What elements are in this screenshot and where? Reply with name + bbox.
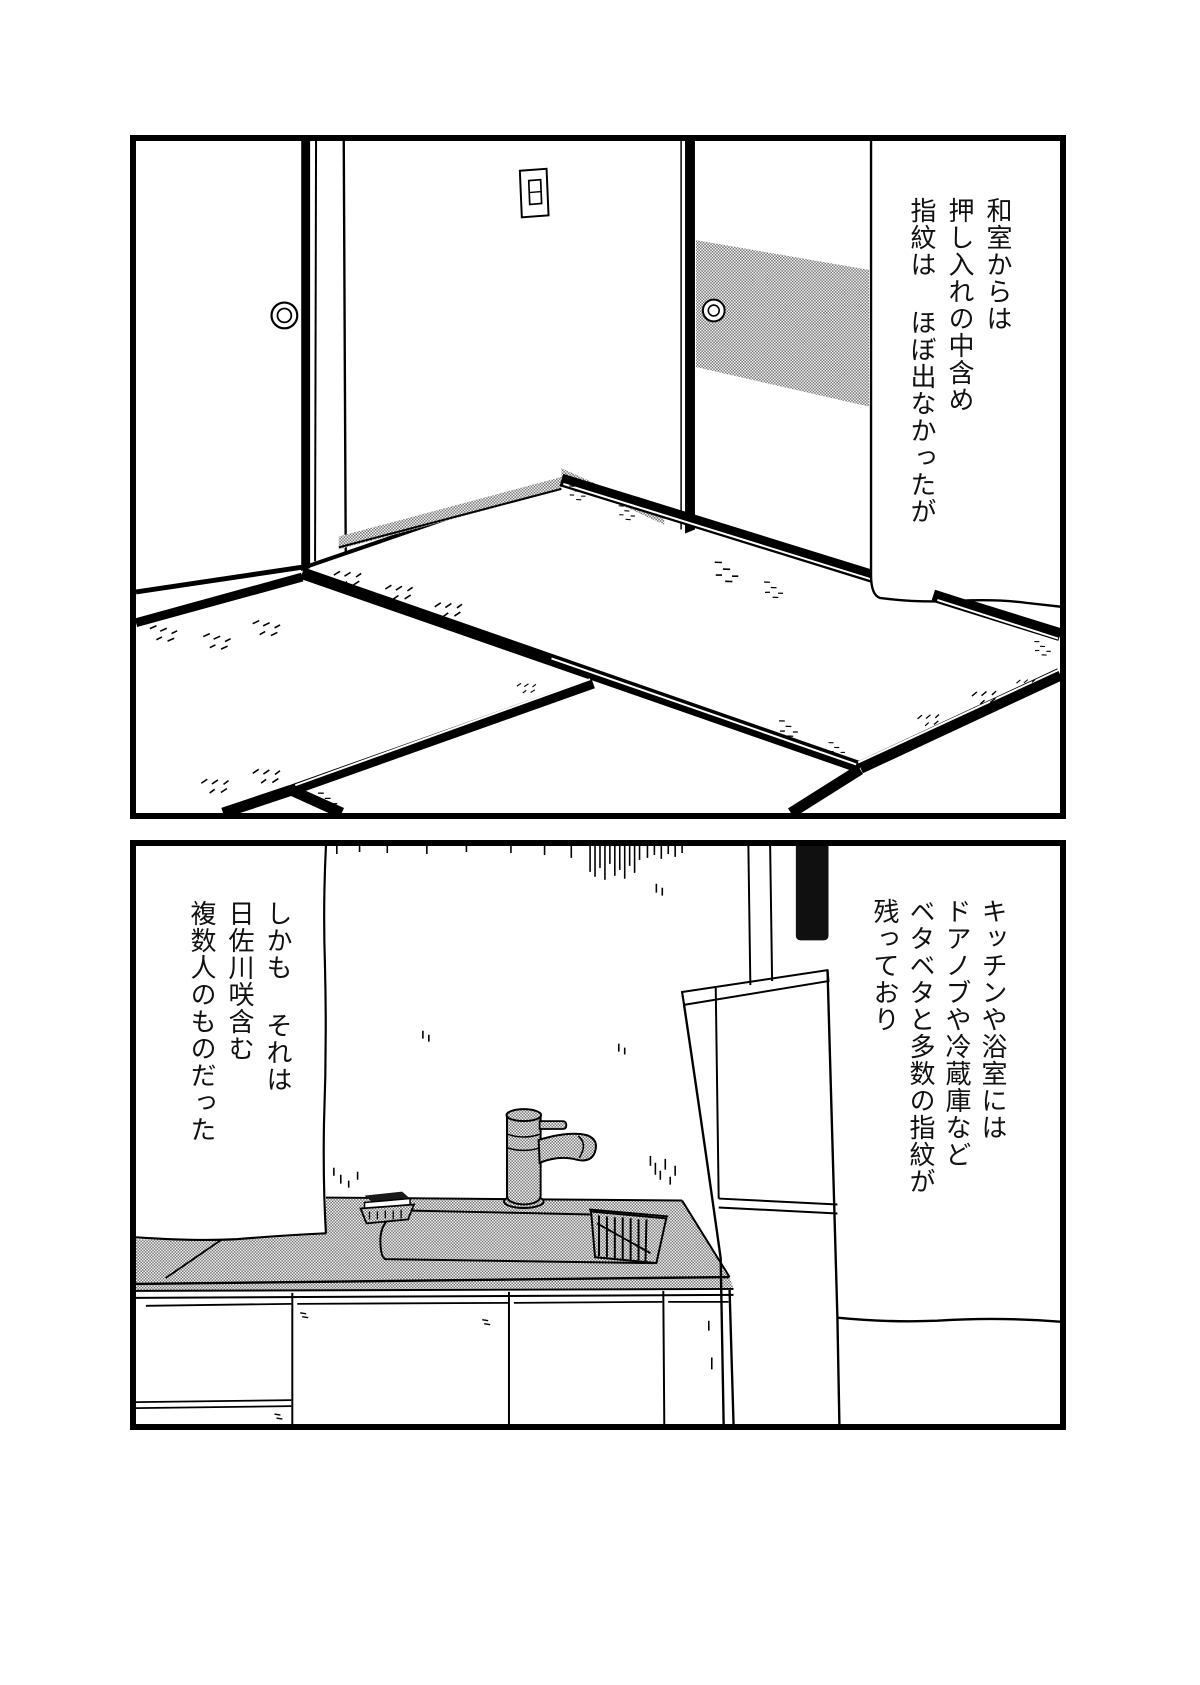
faucet-lever: [538, 1120, 568, 1130]
fusuma-shade-band: [695, 240, 870, 407]
hanging-cloth-right-edge: [837, 1316, 1060, 1323]
dark-gap: [795, 846, 829, 941]
light-switch: [518, 167, 550, 219]
narration-panel-1: 和室からは 押し入れの中含め 指紋は ほぼ出なかったが: [906, 197, 1012, 525]
drain-basket: [589, 1208, 669, 1265]
sliding-door-right: [680, 141, 870, 534]
upper-cabinet: [747, 846, 774, 986]
panel-2: キッチンや浴室には ドアノブや冷蔵庫など ベタベタと多数の指紋が 残っており し…: [130, 840, 1066, 1430]
faucet-spout: [537, 1132, 597, 1165]
panel-1-art: [136, 141, 1060, 813]
sliding-door-left: [270, 141, 311, 572]
refrigerator: [680, 969, 841, 1424]
narration-panel-2-right: キッチンや浴室には ドアノブや冷蔵庫など ベタベタと多数の指紋が 残っており: [869, 898, 1007, 1195]
panel-2-art: [136, 846, 1060, 1424]
narration-panel-2-left: しかも それは 日佐川咲含む 複数人のものだった: [186, 900, 292, 1143]
hanging-cloth-left: [136, 846, 328, 1242]
wall-curtain: [869, 141, 1060, 658]
faucet: [503, 1108, 597, 1209]
tatami-floor: [136, 468, 1060, 813]
kitchen-counter: [136, 1196, 734, 1292]
door-frame-pillar: [314, 141, 347, 562]
base-cabinets: [136, 1289, 735, 1424]
panel-1: 和室からは 押し入れの中含め 指紋は ほぼ出なかったが: [130, 135, 1066, 819]
sponge-tray: [359, 1191, 416, 1225]
